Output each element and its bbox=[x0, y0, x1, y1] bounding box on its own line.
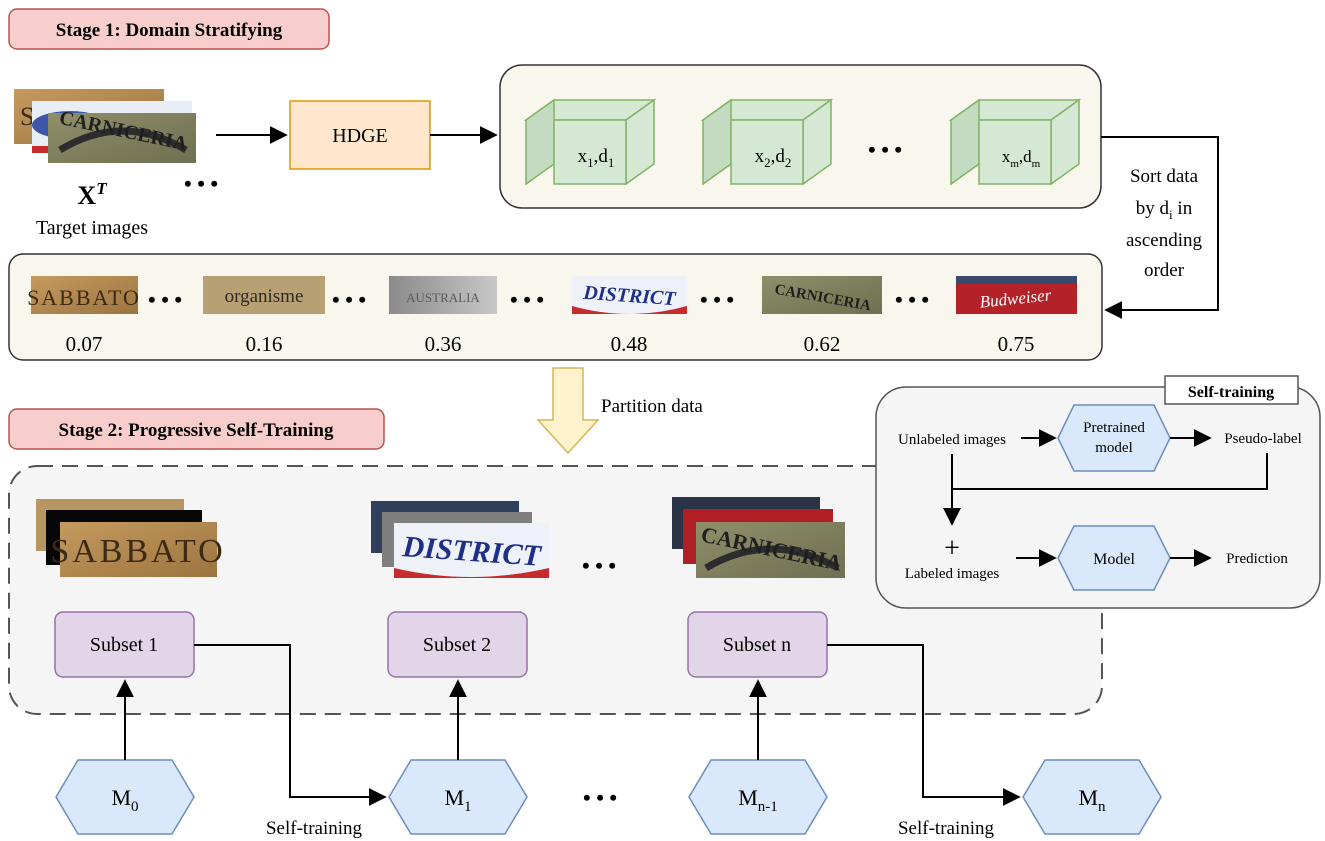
svg-text:Pretrained: Pretrained bbox=[1083, 420, 1145, 436]
subset-n-images: CARNICERIA bbox=[672, 497, 845, 578]
sorted-ellipsis-3: • • • bbox=[510, 287, 544, 312]
svg-text:M1: M1 bbox=[444, 785, 471, 815]
sorted-ellipsis-5: • • • bbox=[895, 287, 929, 312]
subset-ellipsis: • • • bbox=[582, 553, 616, 578]
target-caption: Target images bbox=[36, 217, 148, 239]
model-m0: M0 bbox=[55, 759, 195, 835]
inset-pseudo-label: Pseudo-label bbox=[1224, 431, 1301, 447]
svg-text:organisme: organisme bbox=[225, 286, 304, 307]
sorted-thumb-3: AUSTRALIA bbox=[389, 276, 497, 314]
sorted-thumb-1: SABBATO bbox=[27, 276, 141, 314]
subset-2-images: DISTRICT bbox=[371, 501, 549, 578]
partition-label: Partition data bbox=[601, 396, 703, 417]
score-4: 0.48 bbox=[611, 332, 648, 356]
svg-text:Mn: Mn bbox=[1078, 785, 1106, 815]
subset-1-images: SABBATO bbox=[36, 499, 225, 577]
svg-text:SABBATO: SABBATO bbox=[50, 533, 225, 570]
subset-2-box: Subset 2 bbox=[387, 611, 528, 678]
arrow-sort bbox=[1101, 136, 1219, 319]
score-6: 0.75 bbox=[998, 332, 1035, 356]
svg-text:M0: M0 bbox=[111, 785, 138, 815]
svg-text:Mn-1: Mn-1 bbox=[738, 785, 778, 815]
svg-text:Sort data: Sort data bbox=[1130, 166, 1199, 187]
stage1-title-box: Stage 1: Domain Stratifying bbox=[8, 8, 330, 50]
partition-arrow bbox=[536, 367, 600, 455]
stage2-title: Stage 2: Progressive Self-Training bbox=[59, 420, 334, 441]
sort-note: Sort data by di in ascending order bbox=[1126, 166, 1202, 281]
cube-2: x2,d2 bbox=[700, 98, 834, 186]
subset-1-label: Subset 1 bbox=[90, 634, 158, 656]
stage2-title-box: Stage 2: Progressive Self-Training bbox=[8, 408, 385, 450]
model-mn-1: Mn-1 bbox=[688, 759, 828, 835]
cube-1-label: x1,d1 bbox=[578, 146, 615, 170]
svg-text:by di in: by di in bbox=[1136, 198, 1193, 222]
subset-n-box: Subset n bbox=[687, 611, 828, 678]
inset-title-box: Self-training bbox=[1164, 375, 1299, 405]
subset-n-label: Subset n bbox=[723, 634, 791, 656]
target-symbol: XT bbox=[77, 179, 107, 210]
score-1: 0.07 bbox=[66, 332, 103, 356]
cube-2-label: x2,d2 bbox=[755, 146, 792, 170]
cube-ellipsis: • • • bbox=[868, 137, 902, 162]
arrow-subset1-to-m1 bbox=[194, 644, 387, 806]
model-mn: Mn bbox=[1022, 759, 1162, 835]
cube-m: xm,dm bbox=[948, 98, 1082, 186]
arrow-subsetn-to-mn bbox=[827, 644, 1021, 806]
hdge-label: HDGE bbox=[332, 125, 388, 147]
svg-text:AUSTRALIA: AUSTRALIA bbox=[406, 290, 480, 305]
sorted-ellipsis-4: • • • bbox=[700, 287, 734, 312]
target-image-stack: SABBATO CARNICERIA bbox=[14, 89, 196, 163]
inset-title: Self-training bbox=[1188, 384, 1274, 401]
sorted-ellipsis-2: • • • bbox=[332, 287, 366, 312]
sorted-thumb-2: organisme bbox=[203, 276, 325, 314]
model-m1: M1 bbox=[388, 759, 528, 835]
inset-labeled: Labeled images bbox=[905, 566, 1000, 582]
sorted-thumb-5: CARNICERIA bbox=[762, 276, 882, 314]
inset-unlabeled: Unlabeled images bbox=[898, 432, 1006, 448]
svg-text:Model: Model bbox=[1093, 551, 1135, 568]
score-3: 0.36 bbox=[425, 332, 462, 356]
sorted-thumb-4: DISTRICT bbox=[572, 276, 687, 314]
cube-1: x1,d1 bbox=[523, 98, 657, 186]
score-5: 0.62 bbox=[804, 332, 841, 356]
sorted-thumb-6: Budweiser bbox=[956, 276, 1077, 314]
subset-2-label: Subset 2 bbox=[423, 634, 491, 656]
svg-text:model: model bbox=[1095, 440, 1133, 456]
stage1-title: Stage 1: Domain Stratifying bbox=[56, 20, 283, 41]
model-ellipsis: • • • bbox=[583, 785, 617, 810]
subset-1-box: Subset 1 bbox=[54, 611, 195, 678]
pretrained-model-hex: Pretrained model bbox=[1057, 404, 1171, 472]
svg-text:ascending: ascending bbox=[1126, 230, 1202, 251]
arrow-pseudo-merge bbox=[952, 453, 1268, 490]
inset-model-hex: Model bbox=[1057, 525, 1171, 591]
inset-prediction: Prediction bbox=[1226, 551, 1288, 567]
self-training-label-2: Self-training bbox=[898, 818, 995, 839]
self-training-label-1: Self-training bbox=[266, 818, 363, 839]
inset-plus: + bbox=[944, 533, 960, 564]
target-ellipsis: • • • bbox=[184, 171, 218, 196]
svg-text:SABBATO: SABBATO bbox=[27, 285, 141, 310]
score-2: 0.16 bbox=[246, 332, 283, 356]
svg-text:order: order bbox=[1144, 260, 1185, 281]
hdge-box: HDGE bbox=[289, 100, 431, 170]
sorted-ellipsis-1: • • • bbox=[148, 287, 182, 312]
